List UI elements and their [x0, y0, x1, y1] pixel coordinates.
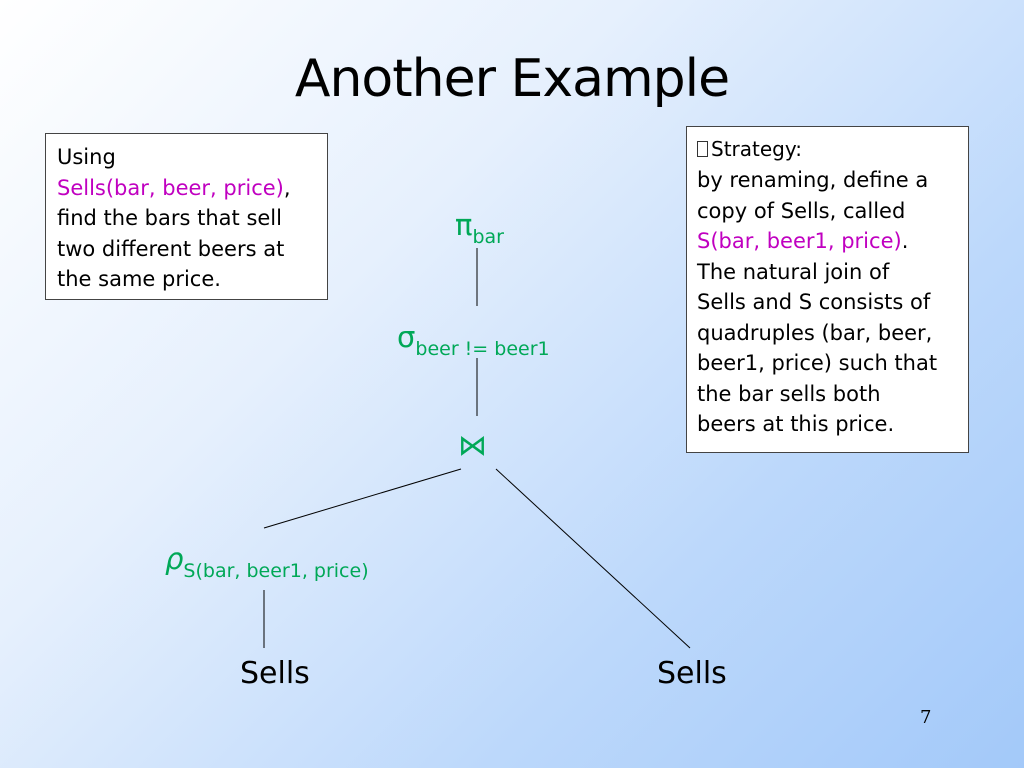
problem-line-4: two different beers at	[57, 236, 285, 261]
strategy-line-2: copy of Sells, called	[697, 198, 906, 223]
pi-symbol: π	[455, 208, 473, 242]
selection-node: σbeer != beer1	[397, 320, 550, 360]
leaf-sells-right: Sells	[657, 656, 727, 691]
strategy-period: .	[901, 229, 909, 253]
rename-subscript: S(bar, beer1, price)	[183, 560, 369, 582]
bullet-icon	[697, 141, 708, 157]
strategy-line-9: beers at this price.	[697, 412, 895, 436]
problem-box: Using Sells(bar, beer, price), find the …	[45, 133, 328, 300]
strategy-heading: Strategy:	[697, 133, 968, 165]
slide-title: Another Example	[294, 49, 730, 109]
page-number: 7	[920, 707, 932, 728]
sigma-symbol: σ	[397, 320, 416, 354]
rho-symbol: ρ	[165, 542, 184, 576]
strategy-line-4: The natural join of	[697, 259, 890, 284]
selection-subscript: beer != beer1	[415, 338, 550, 360]
leaf-sells-left: Sells	[240, 656, 310, 691]
problem-line-relation: Sells(bar, beer, price),	[57, 173, 327, 204]
projection-subscript: bar	[472, 226, 504, 248]
strategy-box: Strategy: by renaming, define a copy of …	[686, 126, 969, 453]
problem-line-using: Using	[57, 145, 116, 169]
rename-node: ρS(bar, beer1, price)	[165, 542, 369, 582]
strategy-line-6: quadruples (bar, beer,	[697, 320, 933, 345]
strategy-line-3: S(bar, beer1, price).	[697, 226, 968, 257]
strategy-line-7: beer1, price) such that	[697, 351, 938, 375]
strategy-heading-text: Strategy:	[711, 137, 802, 161]
join-node: ⋈	[458, 428, 487, 462]
problem-line-5: the same price.	[57, 267, 221, 291]
strategy-line-5: Sells and S consists of	[697, 290, 931, 314]
sells-relation-schema: Sells(bar, beer, price)	[57, 175, 284, 200]
strategy-line-8: the bar sells both	[697, 381, 881, 406]
bowtie-join-icon: ⋈	[458, 428, 487, 462]
problem-line-3: find the bars that sell	[57, 206, 282, 230]
projection-node: πbar	[455, 208, 504, 248]
problem-comma: ,	[283, 175, 291, 200]
renamed-relation-schema: S(bar, beer1, price)	[697, 229, 902, 253]
strategy-line-1: by renaming, define a	[697, 168, 929, 192]
edge-join-rename	[263, 468, 462, 529]
edge-join-sells-right	[495, 468, 691, 649]
